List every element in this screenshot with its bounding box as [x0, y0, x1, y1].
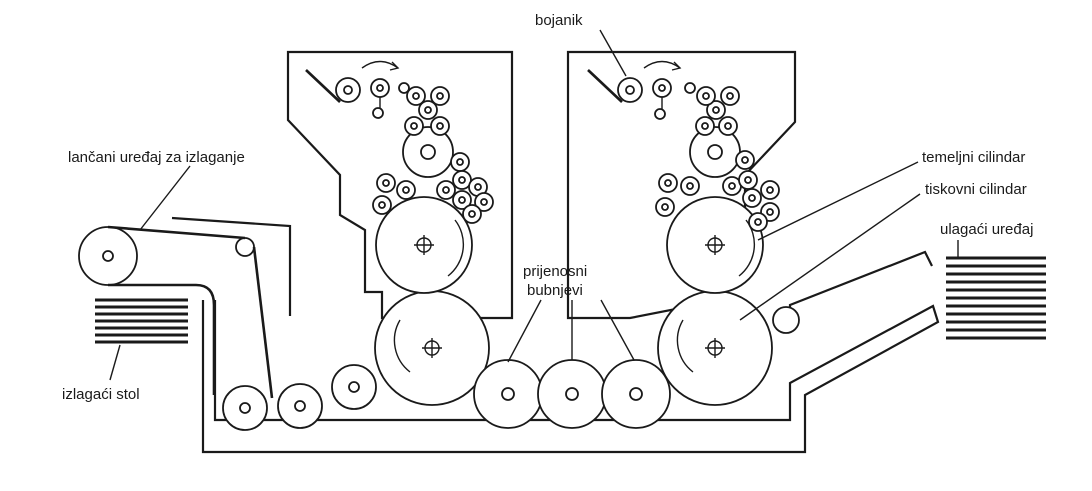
label-feeder: ulagaći uređaj	[940, 221, 1033, 238]
chain-sprocket-hub	[102, 250, 114, 262]
feeder-roller	[772, 306, 800, 334]
transfer-drums	[473, 359, 671, 429]
label-printing-cylinder: tiskovni cilindar	[925, 181, 1027, 198]
feeder-pile	[946, 256, 1046, 340]
delivery-chain	[78, 225, 274, 399]
chain-guide-roller	[235, 237, 255, 257]
label-delivery-table: izlagaći stol	[62, 386, 140, 403]
label-impression-cylinder: temeljni cilindar	[922, 149, 1025, 166]
delivery-pile	[95, 298, 188, 344]
label-inking-unit: bojanik	[535, 12, 583, 29]
label-delivery-chain: lančani uređaj za izlaganje	[68, 149, 245, 166]
right-printing-unit	[587, 60, 800, 406]
label-transfer-drums-line2: bubnjevi	[527, 282, 583, 299]
label-transfer-drums-line1: prijenosni	[523, 263, 587, 280]
lower-rollers	[222, 364, 377, 431]
leader-lines	[109, 29, 959, 381]
left-printing-unit	[305, 60, 494, 406]
